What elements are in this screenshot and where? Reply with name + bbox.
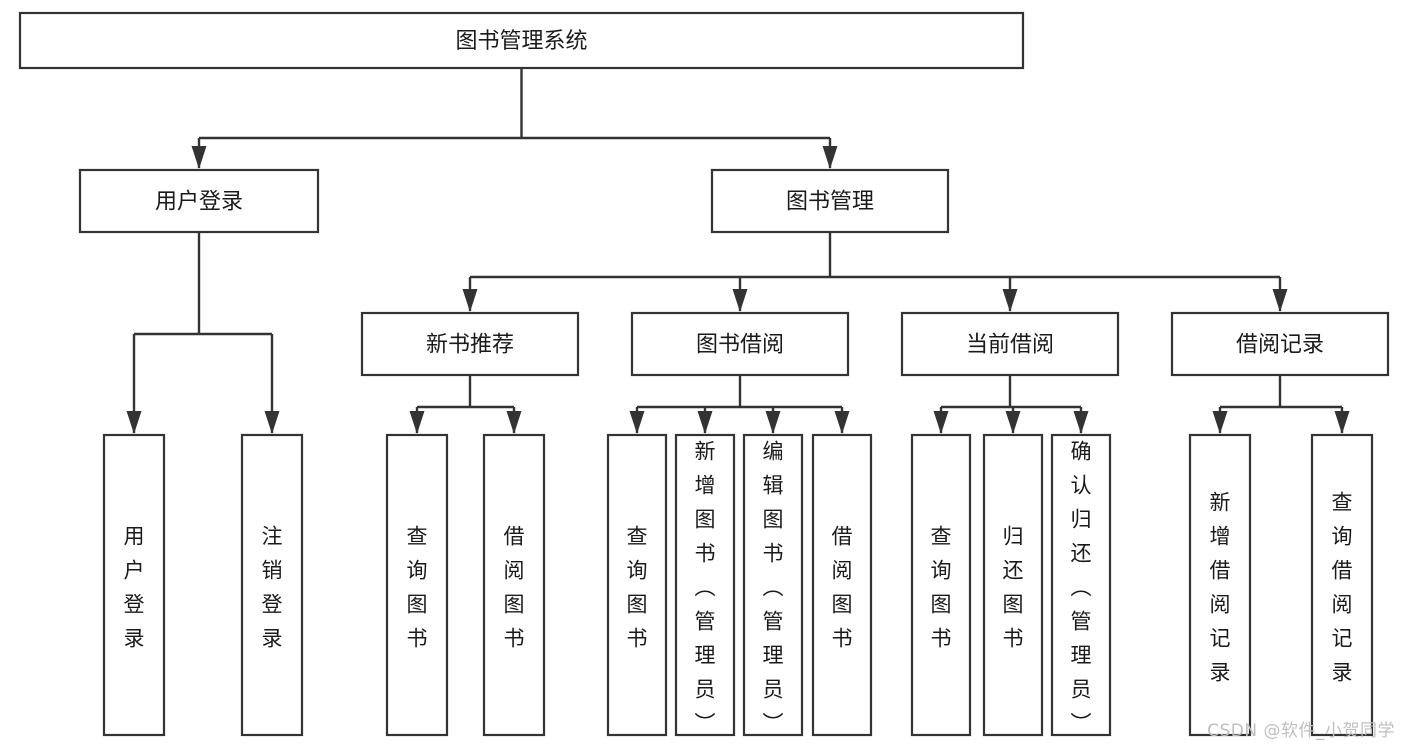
arrow-head-icon	[765, 411, 781, 434]
leaf-node-10[interactable]: 归还图书	[982, 433, 1044, 737]
level3-node-3-label: 当前借阅	[966, 333, 1054, 358]
connectors-layer	[126, 68, 1350, 434]
root-node-system-box[interactable]	[18, 11, 1025, 70]
arrow-head-icon	[629, 411, 645, 434]
level2-node-2-box[interactable]	[710, 168, 950, 234]
leaf-node-11[interactable]: 确认归还︵管理员︶	[1050, 433, 1112, 737]
leaf-node-6[interactable]: 新增图书︵管理员︶	[674, 433, 736, 737]
level3-node-2-box[interactable]	[630, 311, 850, 377]
leaf-node-2[interactable]: 注销登录	[240, 433, 304, 737]
leaf-node-2-box[interactable]	[240, 433, 304, 737]
leaf-node-12[interactable]: 新增借阅记录	[1188, 433, 1252, 737]
arrow-head-icon	[1212, 411, 1228, 434]
leaf-node-5-box[interactable]	[606, 433, 668, 737]
level3-node-3[interactable]: 当前借阅	[900, 311, 1120, 377]
level3-node-2[interactable]: 图书借阅	[630, 311, 850, 377]
leaf-node-9-box[interactable]	[910, 433, 972, 737]
level3-node-4-box[interactable]	[1170, 311, 1390, 377]
leaf-node-6-label: 新增图书︵管理员︶	[695, 440, 716, 736]
leaf-node-2-label: 注销登录	[262, 525, 283, 651]
leaf-node-7[interactable]: 编辑图书︵管理员︶	[742, 433, 804, 737]
arrow-head-icon	[1334, 411, 1350, 434]
leaf-node-1-box[interactable]	[102, 433, 166, 737]
leaf-node-1[interactable]: 用户登录	[102, 433, 166, 737]
level2-node-1[interactable]: 用户登录	[78, 168, 320, 234]
leaf-node-6-box[interactable]	[674, 433, 736, 737]
leaf-node-13-label: 查询借阅记录	[1332, 491, 1353, 685]
leaf-node-8-box[interactable]	[811, 433, 873, 737]
leaf-node-4-label: 借阅图书	[504, 525, 525, 651]
leaf-node-4[interactable]: 借阅图书	[482, 433, 546, 737]
arrow-head-icon	[834, 411, 850, 434]
arrow-head-icon	[697, 411, 713, 434]
leaf-node-7-box[interactable]	[742, 433, 804, 737]
arrow-head-icon	[264, 411, 280, 434]
leaf-node-9-label: 查询图书	[931, 525, 952, 651]
level3-node-1[interactable]: 新书推荐	[360, 311, 580, 377]
level2-node-1-label: 用户登录	[155, 190, 243, 215]
arrow-head-icon	[126, 411, 142, 434]
leaf-node-5[interactable]: 查询图书	[606, 433, 668, 737]
arrow-head-icon	[409, 411, 425, 434]
arrow-head-icon	[933, 411, 949, 434]
leaf-node-7-label: 编辑图书︵管理员︶	[763, 440, 784, 736]
level2-node-2-label: 图书管理	[786, 190, 874, 215]
leaf-node-8[interactable]: 借阅图书	[811, 433, 873, 737]
level2-node-2[interactable]: 图书管理	[710, 168, 950, 234]
leaf-node-5-label: 查询图书	[627, 525, 648, 651]
leaf-node-13-box[interactable]	[1310, 433, 1374, 737]
level3-node-4-label: 借阅记录	[1236, 333, 1324, 358]
leaf-node-12-label: 新增借阅记录	[1210, 491, 1231, 685]
leaf-node-11-label: 确认归还︵管理员︶	[1071, 440, 1092, 736]
arrow-head-icon	[191, 146, 207, 169]
arrow-head-icon	[1005, 411, 1021, 434]
arrow-head-icon	[732, 289, 748, 312]
leaf-node-12-box[interactable]	[1188, 433, 1252, 737]
root-node-system[interactable]: 图书管理系统	[18, 11, 1025, 70]
nodes-layer: 图书管理系统用户登录图书管理新书推荐图书借阅当前借阅借阅记录用户登录注销登录查询…	[18, 11, 1390, 737]
arrow-head-icon	[1002, 289, 1018, 312]
level3-node-4[interactable]: 借阅记录	[1170, 311, 1390, 377]
leaf-node-3-box[interactable]	[385, 433, 449, 737]
leaf-node-3[interactable]: 查询图书	[385, 433, 449, 737]
leaf-node-8-label: 借阅图书	[832, 525, 853, 651]
leaf-node-10-box[interactable]	[982, 433, 1044, 737]
arrow-head-icon	[506, 411, 522, 434]
level3-node-1-label: 新书推荐	[426, 333, 514, 358]
arrow-head-icon	[462, 289, 478, 312]
leaf-node-3-label: 查询图书	[407, 525, 428, 651]
arrow-head-icon	[822, 146, 838, 169]
level3-node-2-label: 图书借阅	[696, 333, 784, 358]
leaf-node-1-label: 用户登录	[124, 525, 145, 651]
leaf-node-4-box[interactable]	[482, 433, 546, 737]
arrow-head-icon	[1073, 411, 1089, 434]
level3-node-3-box[interactable]	[900, 311, 1120, 377]
leaf-node-10-label: 归还图书	[1003, 525, 1024, 651]
arrow-head-icon	[1272, 289, 1288, 312]
leaf-node-9[interactable]: 查询图书	[910, 433, 972, 737]
leaf-node-13[interactable]: 查询借阅记录	[1310, 433, 1374, 737]
level3-node-1-box[interactable]	[360, 311, 580, 377]
leaf-node-11-box[interactable]	[1050, 433, 1112, 737]
level2-node-1-box[interactable]	[78, 168, 320, 234]
root-node-system-label: 图书管理系统	[455, 29, 587, 54]
